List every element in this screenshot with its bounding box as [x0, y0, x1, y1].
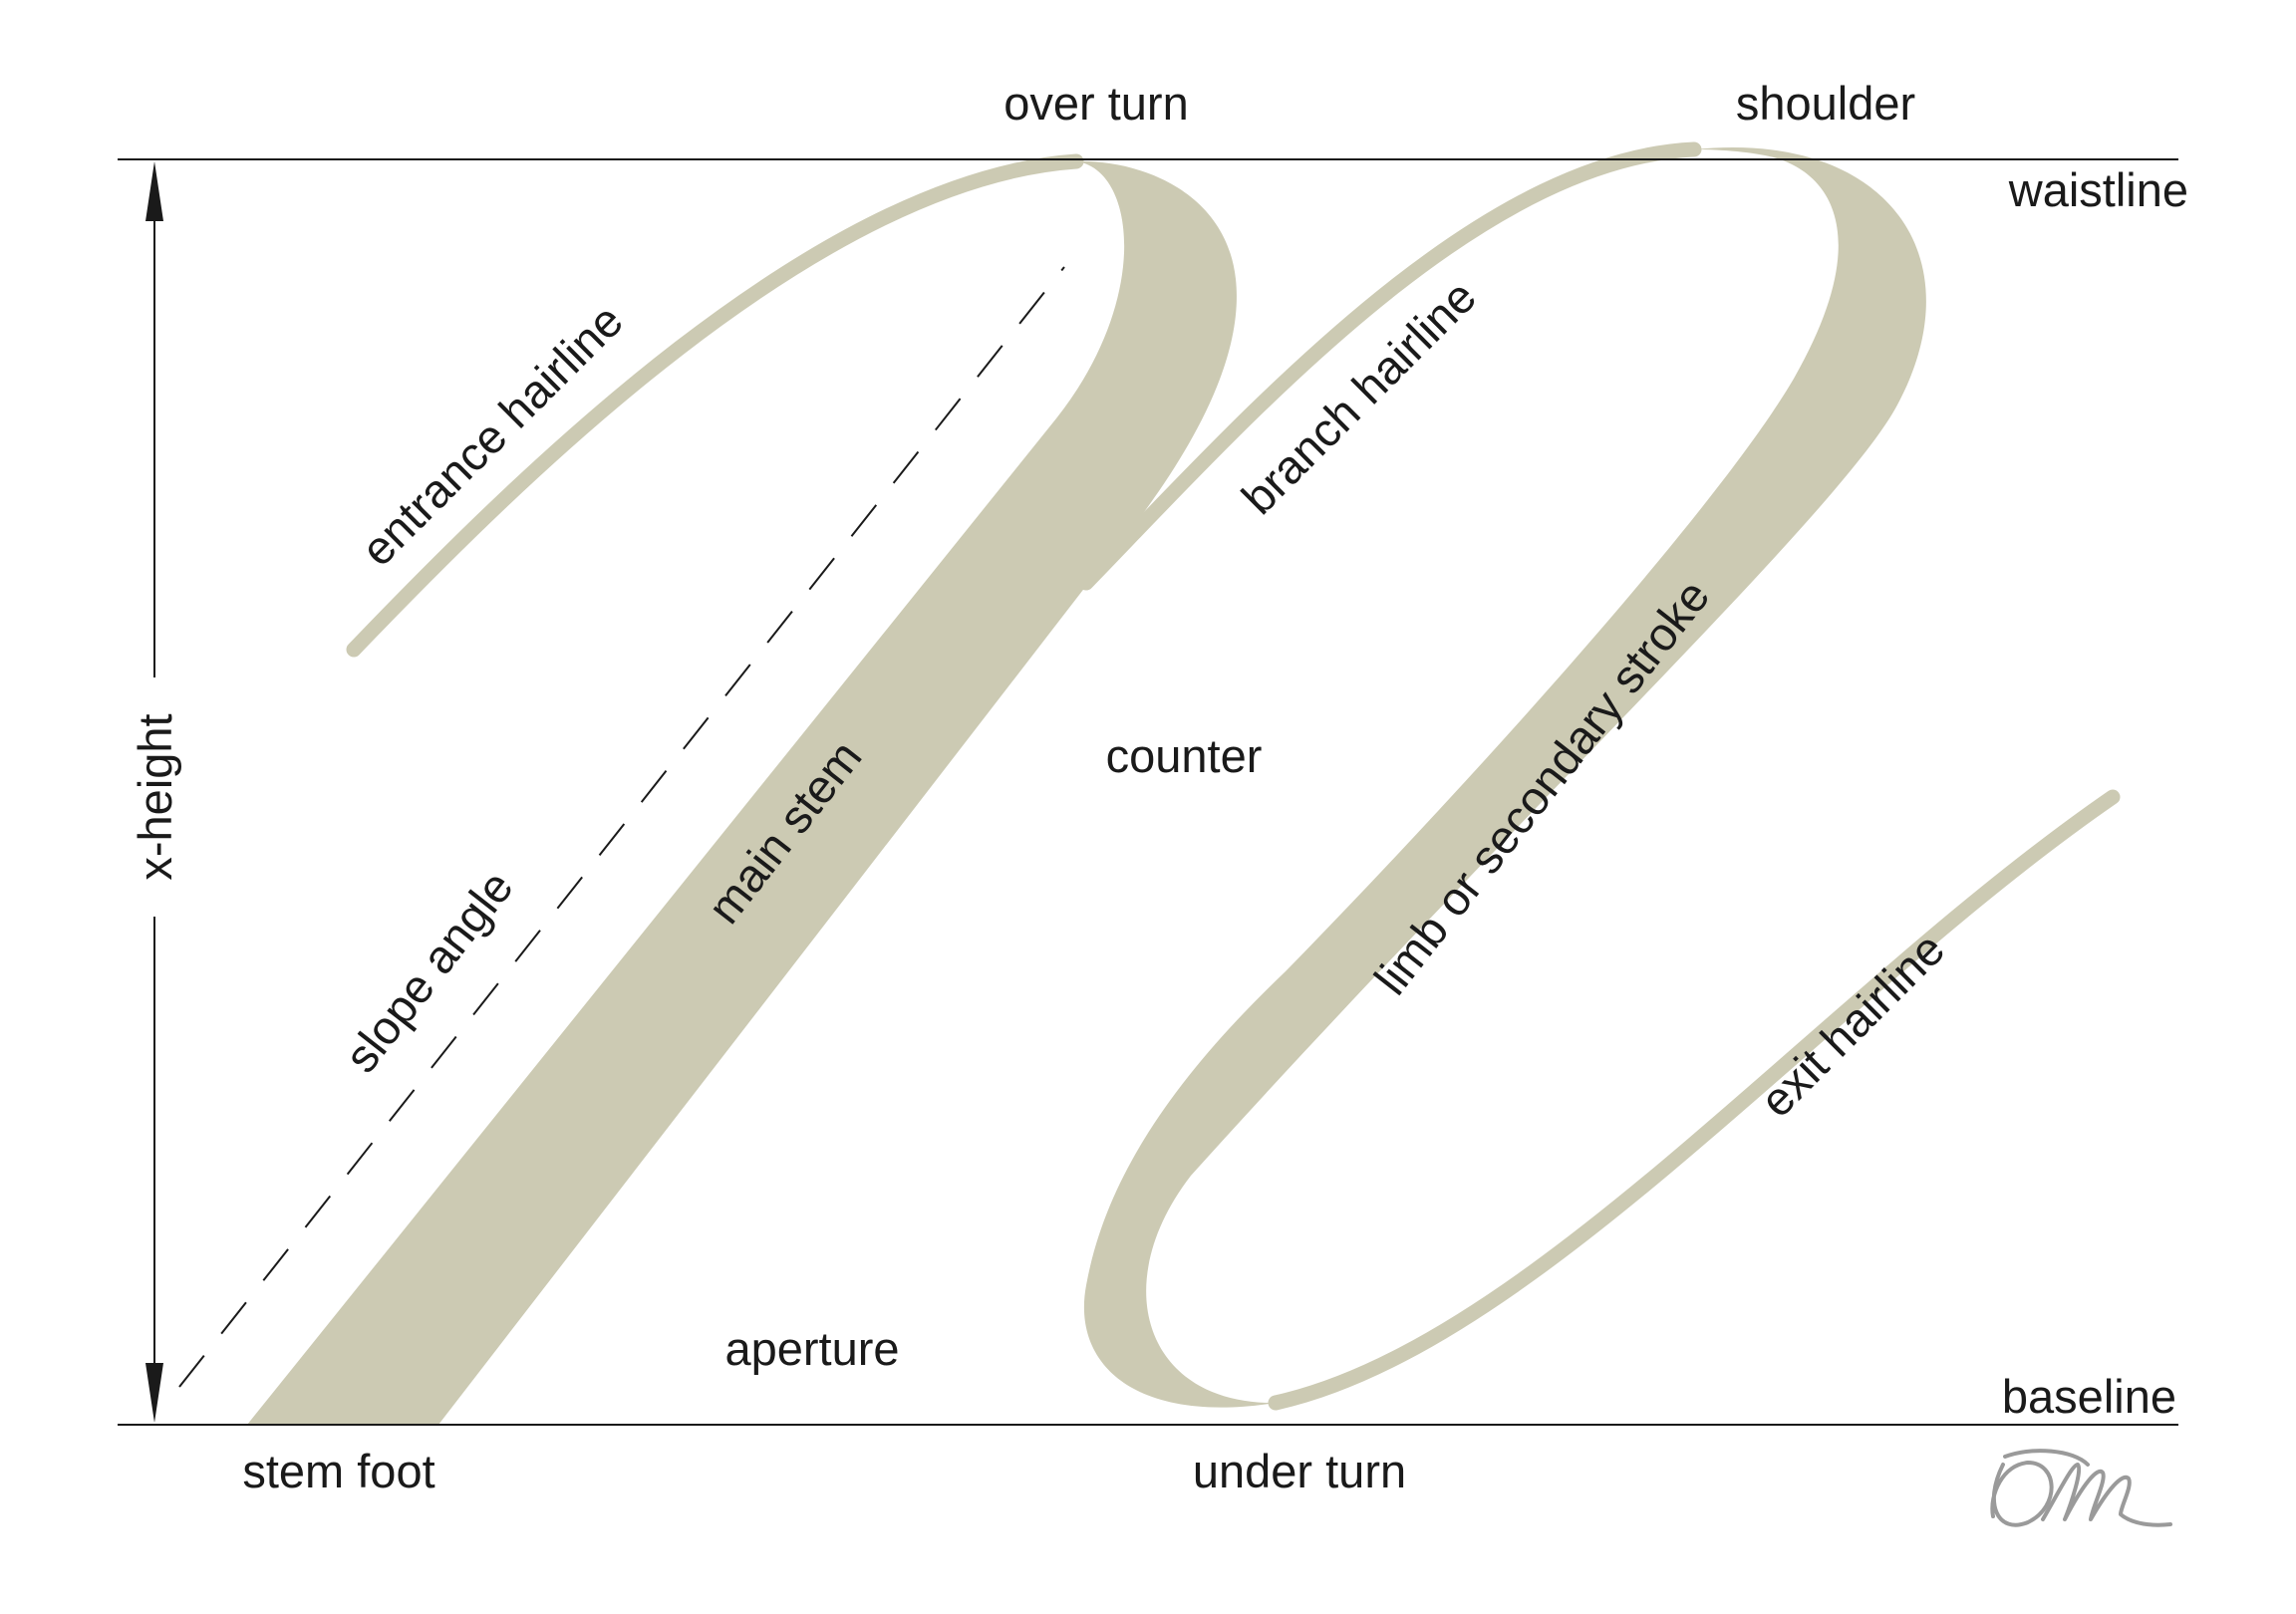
guides [118, 158, 2178, 1426]
monogram-signature-icon [1990, 1449, 2172, 1527]
label-exit-hairline: exit hairline [1750, 923, 1955, 1128]
label-over-turn: over turn [1004, 77, 1188, 130]
label-limb: limb or secondary stroke [1364, 570, 1720, 1004]
label-under-turn: under turn [1193, 1445, 1406, 1497]
letter-n-strokes [247, 141, 2121, 1425]
exit-hairline-stroke [1268, 789, 2121, 1411]
branch-hairline-stroke [1078, 141, 1702, 591]
entrance-hairline-stroke [346, 153, 1084, 658]
slope-angle-dashed-line [178, 266, 1065, 1388]
limb-stroke [1083, 146, 1926, 1408]
main-stem-stroke [247, 160, 1237, 1425]
label-stem-foot: stem foot [242, 1445, 434, 1497]
label-waistline: waistline [2008, 163, 2188, 216]
label-counter: counter [1106, 729, 1263, 782]
label-aperture: aperture [724, 1322, 899, 1375]
label-x-height: x-height [129, 713, 181, 880]
label-shoulder: shoulder [1736, 77, 1915, 130]
arrow-up-icon [145, 161, 163, 221]
arrow-down-icon [145, 1363, 163, 1423]
label-baseline: baseline [2002, 1370, 2176, 1423]
label-slope-angle: slope angle [334, 861, 523, 1082]
label-entrance-hairline: entrance hairline [351, 294, 633, 576]
